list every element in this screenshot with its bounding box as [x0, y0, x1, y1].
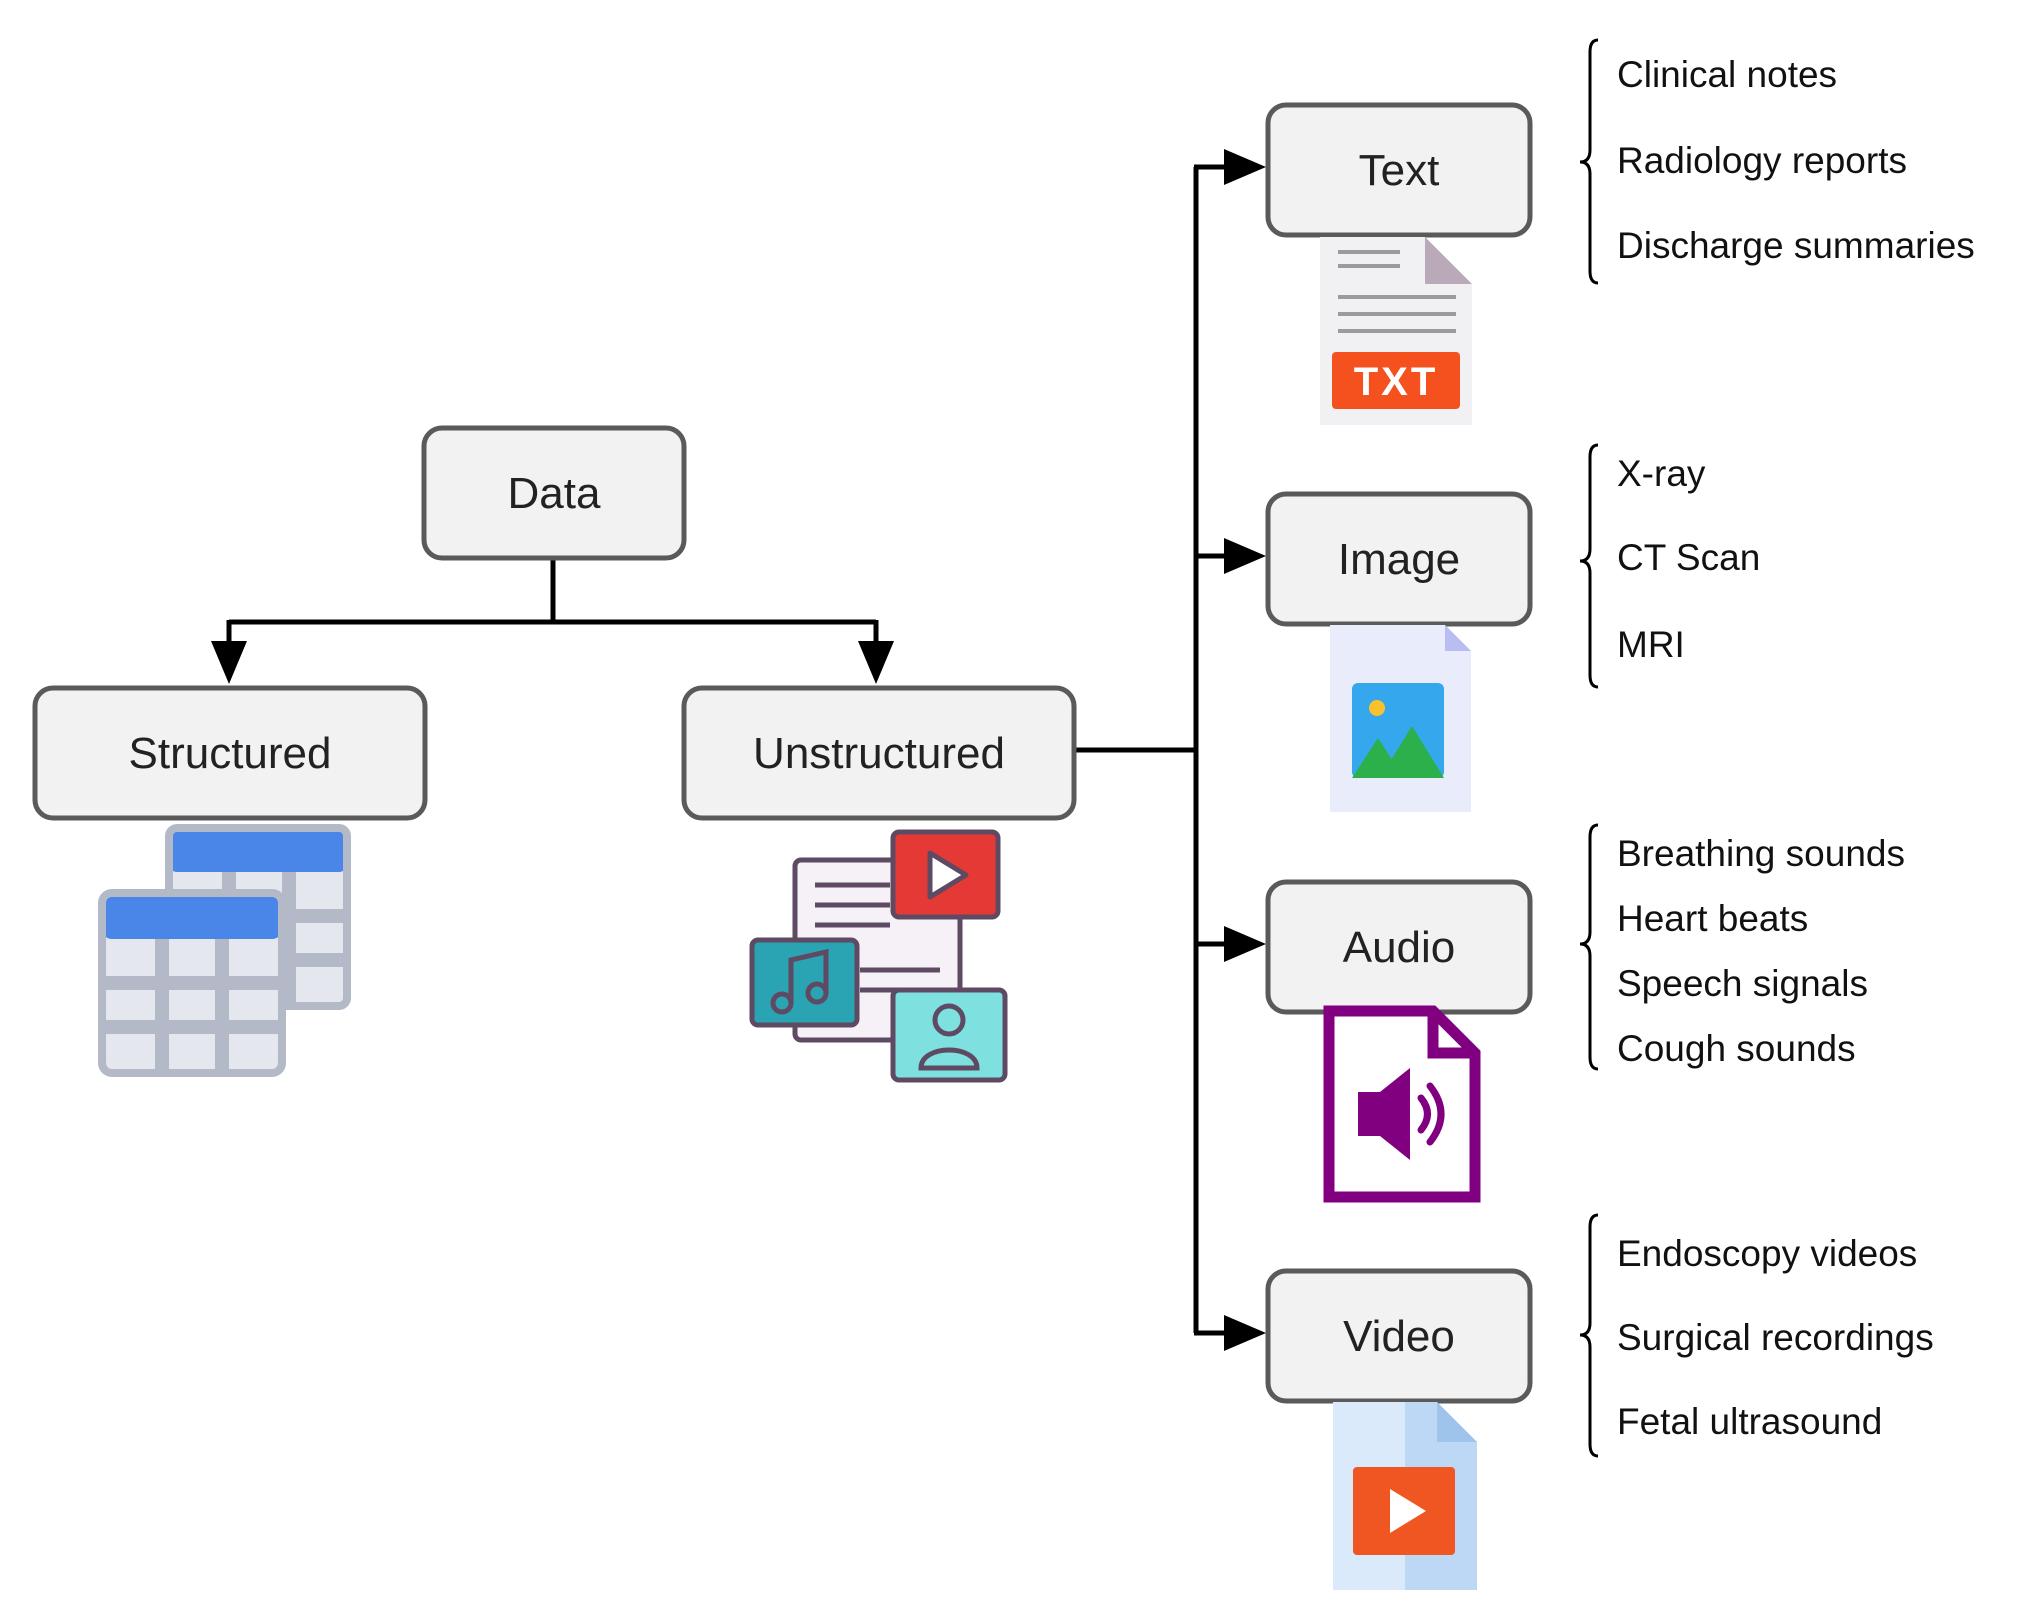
- list-item: Discharge summaries: [1617, 225, 1975, 266]
- text-items: Clinical notes Radiology reports Dischar…: [1617, 54, 1975, 266]
- arrowheads: [211, 149, 1266, 1351]
- arrowhead-structured: [211, 641, 247, 684]
- list-item: MRI: [1617, 624, 1685, 665]
- list-item: Surgical recordings: [1617, 1317, 1934, 1358]
- node-structured: Structured: [32, 685, 428, 821]
- node-unstructured: Unstructured: [681, 685, 1077, 821]
- brace-image: [1579, 443, 1599, 689]
- video-items: Endoscopy videos Surgical recordings Fet…: [1617, 1233, 1934, 1442]
- list-item: Heart beats: [1617, 898, 1808, 939]
- node-audio: Audio: [1265, 879, 1533, 1015]
- arrowhead-video: [1224, 1315, 1266, 1351]
- image-file-icon: [1330, 625, 1471, 812]
- list-item: Speech signals: [1617, 963, 1868, 1004]
- image-items: X-ray CT Scan MRI: [1617, 453, 1760, 665]
- list-item: Fetal ultrasound: [1617, 1401, 1882, 1442]
- list-item: Clinical notes: [1617, 54, 1837, 95]
- node-image-label: Image: [1338, 535, 1460, 584]
- table-icon: [98, 824, 351, 1077]
- node-video: Video: [1265, 1268, 1533, 1404]
- brace-audio: [1579, 823, 1599, 1071]
- node-text-label: Text: [1359, 146, 1440, 195]
- node-audio-label: Audio: [1343, 923, 1456, 972]
- list-item: Radiology reports: [1617, 140, 1907, 181]
- list-item: Cough sounds: [1617, 1028, 1856, 1069]
- list-item: Endoscopy videos: [1617, 1233, 1917, 1274]
- list-item: Breathing sounds: [1617, 833, 1905, 874]
- arrowhead-audio: [1224, 926, 1266, 962]
- arrowhead-unstructured: [858, 641, 894, 684]
- multimedia-files-icon: [749, 829, 1008, 1083]
- list-item: X-ray: [1617, 453, 1706, 494]
- brace-text: [1579, 38, 1599, 285]
- node-unstructured-label: Unstructured: [753, 729, 1005, 778]
- node-data: Data: [421, 425, 687, 561]
- audio-file-icon: [1323, 1005, 1481, 1203]
- brace-video: [1579, 1213, 1599, 1458]
- braces: [1579, 38, 1599, 1458]
- arrowhead-text: [1224, 149, 1266, 185]
- txt-file-icon: TXT: [1320, 237, 1472, 425]
- node-data-label: Data: [508, 469, 601, 518]
- node-video-label: Video: [1343, 1312, 1455, 1361]
- list-item: CT Scan: [1617, 537, 1760, 578]
- audio-items: Breathing sounds Heart beats Speech sign…: [1617, 833, 1905, 1069]
- txt-badge-label: TXT: [1354, 360, 1439, 404]
- node-structured-label: Structured: [129, 729, 332, 778]
- node-text: Text: [1265, 102, 1533, 238]
- video-file-icon: [1333, 1402, 1477, 1590]
- node-image: Image: [1265, 491, 1533, 627]
- arrowhead-image: [1224, 538, 1266, 574]
